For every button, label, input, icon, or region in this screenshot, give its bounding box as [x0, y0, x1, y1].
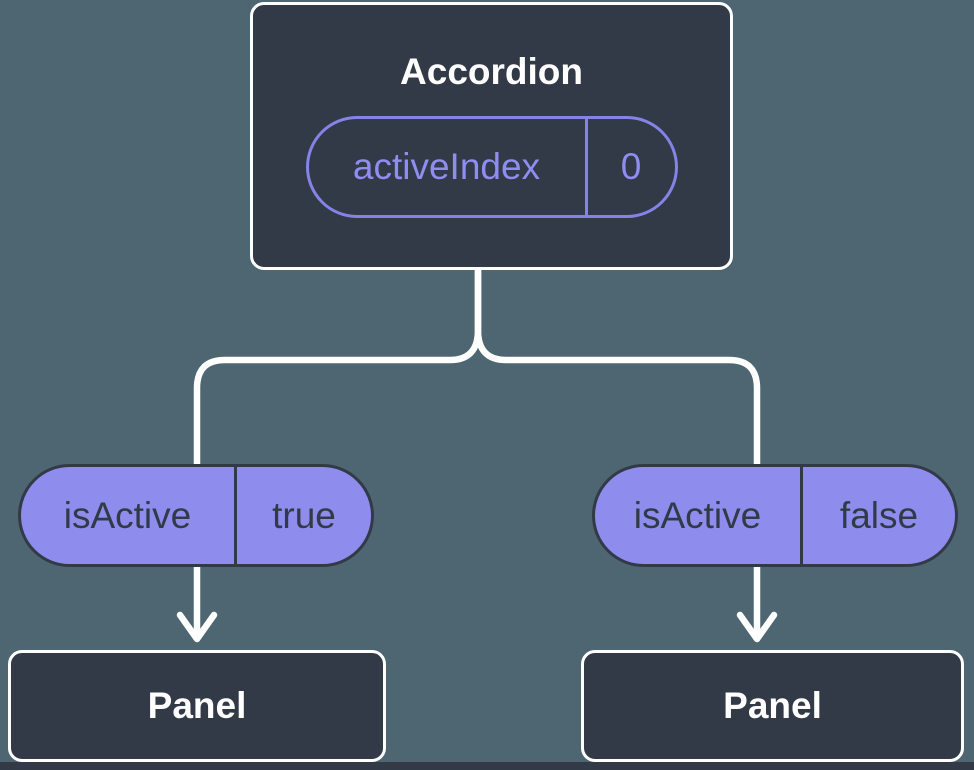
state-pill-value: 0	[620, 145, 642, 187]
root-node-accordion: Accordion activeIndex 0	[250, 2, 733, 270]
prop-pill-value: false	[839, 494, 919, 536]
bottom-edge-strip	[0, 762, 974, 770]
arrow-head-left-icon	[176, 611, 218, 643]
arrow-head-right-icon	[736, 611, 778, 643]
panel-node-left: Panel	[8, 650, 386, 762]
prop-pill-isactive-false: isActive false	[592, 464, 958, 567]
prop-pill-value: true	[272, 494, 336, 536]
tree-branch-left	[193, 266, 482, 638]
panel-node-right: Panel	[581, 650, 964, 762]
root-node-title: Accordion	[400, 51, 583, 92]
state-pill-name: activeIndex	[309, 118, 588, 215]
panel-node-label: Panel	[723, 685, 822, 726]
prop-pill-isactive-true: isActive true	[18, 464, 374, 567]
state-pill-activeindex: activeIndex 0	[305, 115, 678, 218]
prop-pill-name: isActive	[21, 467, 237, 564]
tree-branch-right	[474, 266, 761, 638]
panel-node-label: Panel	[147, 685, 247, 726]
prop-pill-name: isActive	[595, 467, 803, 564]
